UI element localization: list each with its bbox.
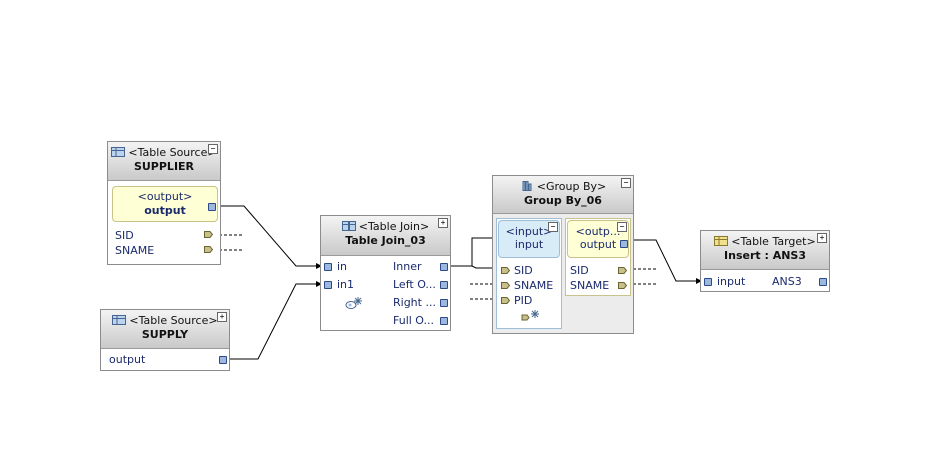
group-by-input-panel[interactable]: <input> input − SID SNAME PID [496, 218, 562, 329]
output-box[interactable]: <outp... output − [567, 220, 629, 258]
output-column-sid: SID [570, 264, 589, 277]
output-port[interactable] [620, 240, 628, 248]
output-right-outer-label: Right ... [393, 296, 436, 309]
supply-node[interactable]: <Table Source> SUPPLY + output [100, 309, 230, 371]
group-by-header[interactable]: <Group By> Group By_06 − [493, 176, 633, 214]
input-port[interactable] [704, 278, 712, 286]
collapse-toggle[interactable]: − [208, 144, 218, 154]
supply-header[interactable]: <Table Source> SUPPLY + [101, 310, 229, 349]
output-box-label: <output> [137, 190, 193, 203]
wire-join-inner-to-sid [447, 265, 498, 269]
output-port[interactable] [208, 203, 216, 211]
supplier-header[interactable]: <Table Source> SUPPLIER − [108, 142, 220, 181]
table-target-icon [714, 236, 729, 246]
collapse-toggle[interactable]: − [548, 222, 558, 232]
node-name: SUPPLY [141, 328, 189, 341]
node-type-label: <Table Source> [128, 146, 217, 159]
input-box[interactable]: <input> input − [498, 220, 560, 258]
output-full-outer-label: Full O... [393, 314, 435, 327]
input-pid-port[interactable] [501, 297, 510, 304]
expand-toggle[interactable]: + [438, 218, 448, 228]
group-by-icon [522, 181, 532, 191]
input-box-label: <input> [505, 225, 553, 238]
column-sid: SID [115, 229, 134, 242]
node-name: SUPPLIER [133, 160, 195, 173]
output-sid-port[interactable] [618, 267, 627, 274]
wire-supplier-to-join-in [213, 205, 322, 267]
output-port-inner[interactable] [440, 263, 448, 271]
table-source-icon [111, 147, 126, 157]
input-column-sid: SID [514, 264, 533, 277]
output-port-full-outer[interactable] [440, 317, 448, 325]
node-name: Insert : ANS3 [724, 249, 806, 262]
wire-supply-to-join-in1 [228, 283, 322, 360]
node-name: Table Join_03 [345, 234, 426, 247]
supplier-node[interactable]: <Table Source> SUPPLIER − <output> outpu… [107, 141, 221, 265]
output-left-outer-label: Left O... [393, 278, 436, 291]
column-sname: SNAME [115, 244, 155, 257]
input-sname-port[interactable] [501, 282, 510, 289]
column-sname-port[interactable] [204, 246, 213, 253]
output-sname-port[interactable] [618, 282, 627, 289]
input-port-in1[interactable] [324, 281, 332, 289]
node-type-label: <Table Join> [358, 220, 430, 233]
input-box-name: input [514, 238, 544, 251]
add-condition-icon[interactable] [345, 296, 363, 310]
column-sid-port[interactable] [204, 231, 213, 238]
table-target-header[interactable]: <Table Target> Insert : ANS3 + [701, 231, 829, 270]
arrow-join-in [316, 263, 322, 269]
output-port-left-outer[interactable] [440, 281, 448, 289]
output-port-label: output [109, 353, 146, 366]
group-by-output-panel[interactable]: <outp... output − SID SNAME [565, 218, 631, 296]
table-join-icon [341, 221, 356, 231]
output-inner-label: Inner [393, 260, 422, 273]
input-in1-label: in1 [337, 278, 355, 291]
expand-toggle[interactable]: + [817, 233, 827, 243]
table-source-icon [112, 315, 127, 325]
output-port[interactable] [819, 278, 827, 286]
input-column-pid: PID [514, 294, 533, 307]
arrow-join-in1 [316, 281, 322, 287]
node-type-label: <Group By> [536, 180, 607, 193]
output-box-label: <outp... [575, 225, 621, 238]
group-by-node[interactable]: <Group By> Group By_06 − <input> input −… [492, 175, 634, 334]
output-box-name: output [579, 238, 617, 251]
expand-toggle[interactable]: + [217, 312, 227, 322]
add-column-icon[interactable] [521, 309, 541, 323]
supplier-output-box[interactable]: <output> output [112, 186, 218, 222]
table-join-header[interactable]: <Table Join> Table Join_03 + [321, 216, 450, 256]
input-sid-port[interactable] [501, 267, 510, 274]
output-port[interactable] [219, 356, 227, 364]
input-column-sname: SNAME [514, 279, 554, 292]
wire-groupby-output-to-target [627, 239, 702, 282]
input-port-in[interactable] [324, 263, 332, 271]
collapse-toggle[interactable]: − [621, 178, 631, 188]
collapse-toggle[interactable]: − [617, 222, 627, 232]
input-port-label: input [717, 275, 746, 288]
arrow-target-input [696, 278, 702, 284]
output-box-name: output [144, 204, 186, 217]
node-name: Group By_06 [524, 194, 602, 207]
target-table-label: ANS3 [772, 275, 802, 288]
node-type-label: <Table Source> [129, 314, 218, 327]
table-join-node[interactable]: <Table Join> Table Join_03 + in in1 Inne… [320, 215, 451, 331]
output-column-sname: SNAME [570, 279, 610, 292]
output-port-right-outer[interactable] [440, 299, 448, 307]
node-type-label: <Table Target> [731, 235, 816, 248]
input-in-label: in [337, 260, 348, 273]
table-target-node[interactable]: <Table Target> Insert : ANS3 + input ANS… [700, 230, 830, 292]
